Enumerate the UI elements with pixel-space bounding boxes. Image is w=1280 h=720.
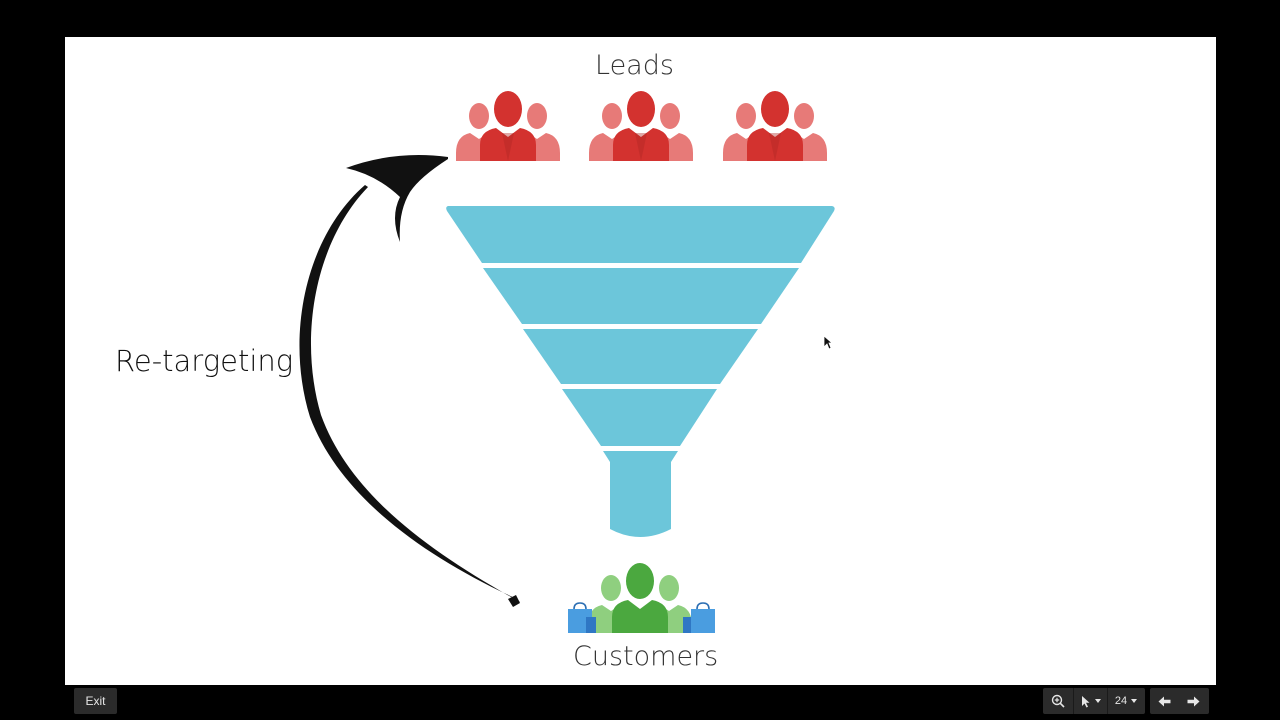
- view-tools: 24: [1043, 688, 1145, 714]
- shopping-bag-icon: [683, 602, 715, 633]
- previous-arrow-icon: [1158, 696, 1171, 706]
- slide-number: 24: [1114, 695, 1128, 707]
- pointer-icon: [1081, 695, 1089, 707]
- chevron-down-icon: [1131, 699, 1138, 703]
- leads-group-icon: [589, 91, 693, 161]
- mouse-cursor-icon: [823, 335, 833, 350]
- pointer-tool-button[interactable]: [1074, 688, 1107, 714]
- funnel-tier-3: [523, 329, 758, 384]
- retargeting-label: Re-targeting: [115, 344, 294, 378]
- next-arrow-icon: [1187, 696, 1200, 706]
- leads-group-icon: [723, 91, 827, 161]
- slide-number-selector[interactable]: 24: [1108, 688, 1144, 714]
- curved-arrow-icon: [299, 155, 520, 607]
- shopping-bag-icon: [568, 602, 596, 633]
- funnel-tier-2: [483, 268, 799, 324]
- funnel-tier-4: [562, 389, 717, 446]
- slide-canvas: Leads Customers Re-targeting: [65, 37, 1216, 685]
- customers-title: Customers: [573, 641, 719, 672]
- customers-group-icon: [588, 563, 692, 633]
- slide-graphics: [299, 91, 835, 633]
- presentation-controls: Exit 24: [0, 685, 1280, 720]
- chevron-down-icon: [1094, 699, 1101, 703]
- exit-button[interactable]: Exit: [74, 688, 117, 714]
- sales-funnel-diagram: [446, 206, 835, 537]
- zoom-in-button[interactable]: [1043, 688, 1073, 714]
- navigation-tools: [1150, 688, 1209, 714]
- leads-title: Leads: [595, 50, 674, 81]
- toolbar-divider: [1107, 688, 1108, 714]
- toolbar-divider: [1073, 688, 1074, 714]
- next-slide-button[interactable]: [1179, 688, 1208, 714]
- funnel-spout: [603, 451, 678, 537]
- funnel-tier-1: [446, 206, 835, 263]
- leads-group-icon: [456, 91, 560, 161]
- previous-slide-button[interactable]: [1150, 688, 1179, 714]
- zoom-in-icon: [1051, 694, 1065, 708]
